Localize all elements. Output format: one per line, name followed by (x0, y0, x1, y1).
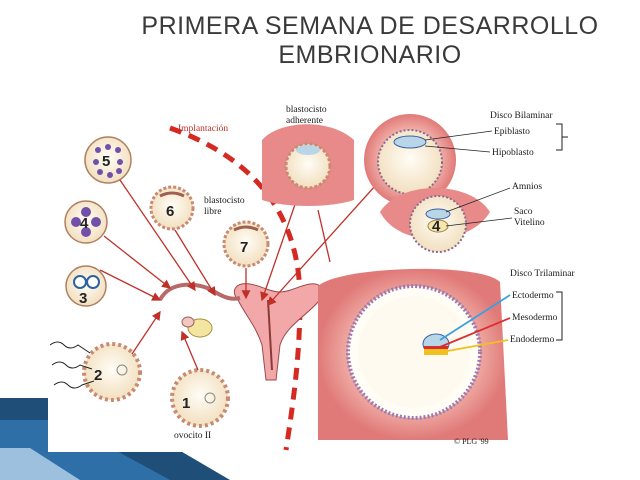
saco-vitelino-label-1: Saco (514, 207, 533, 217)
disco-bilaminar-label: Disco Bilaminar (490, 111, 553, 121)
ovocito-label: ovocito II (174, 431, 211, 441)
stage-7-blastocisto: 7 (222, 220, 270, 268)
ectodermo-label: Ectodermo (512, 291, 554, 301)
blastocisto-adherente-label-1: blastocisto (286, 105, 327, 115)
mesodermo-label: Mesodermo (512, 313, 558, 323)
stage-3-number: 3 (79, 290, 87, 307)
endodermo-pointer (441, 339, 509, 353)
stage-1-number: 1 (182, 395, 190, 412)
mesodermo-pointer (439, 317, 511, 348)
copyright-label: © PLG '99 (454, 437, 489, 446)
migration-arrows (99, 175, 385, 371)
blastocisto-libre-label-2: libre (204, 207, 221, 217)
amnios-stage-number: 4 (432, 218, 441, 235)
stage-6-number: 6 (166, 203, 174, 220)
blastocisto-adherente-label-2: adherente (286, 116, 323, 126)
stage-2-fertilization: 2 (49, 341, 142, 402)
trilaminar-bracket (556, 291, 563, 341)
blastocisto-adherente (262, 124, 354, 206)
endodermo-label: Endodermo (510, 335, 555, 345)
epiblasto-label: Epiblasto (494, 127, 530, 137)
title-line-2: EMBRIONARIO (278, 41, 462, 69)
amnios-stage: 4 (380, 188, 490, 253)
amnios-label: Amnios (512, 182, 542, 192)
saco-vitelino-label-2: Vitelino (514, 218, 545, 228)
uterus (158, 282, 323, 381)
stage-4-number: 4 (80, 215, 89, 232)
stage-3-zygote: 3 (65, 265, 107, 307)
page-title: PRIMERA SEMANA DE DESARROLLO EMBRIONARIO (100, 12, 640, 70)
stage-4-cleavage: 4 (64, 200, 108, 244)
hipoblasto-label: Hipoblasto (492, 148, 534, 158)
stage-1-ovocito: 1 (170, 368, 230, 428)
stage-5-number: 5 (102, 153, 110, 170)
bilaminar-bracket (556, 123, 568, 151)
stage-2-number: 2 (94, 367, 102, 384)
stage-5-morula: 5 (84, 136, 132, 184)
implantacion-label: Implantación (178, 124, 228, 134)
title-line-1: PRIMERA SEMANA DE DESARROLLO (141, 12, 599, 40)
stage-6-blastocisto-libre: 6 (149, 185, 195, 231)
adherente-pointer (317, 209, 331, 263)
stage-7-number: 7 (240, 239, 248, 256)
trilaminar-embryo (318, 268, 508, 440)
ectodermo-pointer (439, 294, 511, 341)
disco-trilaminar-label: Disco Trilaminar (510, 269, 575, 279)
blastocisto-libre-label-1: blastocisto (204, 196, 245, 206)
